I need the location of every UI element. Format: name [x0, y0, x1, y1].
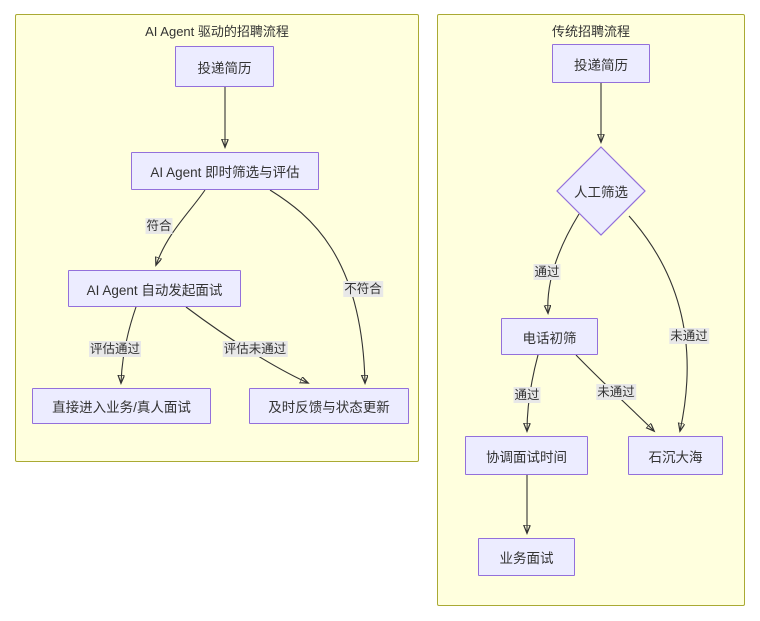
edge-label-eval-pass: 评估通过 — [88, 341, 142, 357]
node-label: 投递简历 — [574, 57, 628, 73]
diamond-shape — [556, 146, 646, 236]
node-manual-screen[interactable]: 人工筛选 — [556, 146, 646, 236]
node-business-interview[interactable]: 业务面试 — [478, 538, 575, 576]
node-ai-screen[interactable]: AI Agent 即时筛选与评估 — [131, 152, 319, 190]
subgraph-traditional-process-title: 传统招聘流程 — [551, 24, 630, 39]
edge-label-eval-fail: 评估未通过 — [222, 341, 288, 357]
edge-label-fail-manual: 未通过 — [669, 328, 709, 344]
node-label: 人工筛选 — [574, 185, 628, 200]
node-direct-business-interview[interactable]: 直接进入业务/真人面试 — [32, 388, 211, 424]
node-label: 及时反馈与状态更新 — [268, 400, 390, 415]
node-timely-feedback[interactable]: 及时反馈与状态更新 — [249, 388, 409, 424]
node-label: 业务面试 — [499, 551, 554, 566]
edge-label-match: 符合 — [145, 218, 173, 234]
node-label: 直接进入业务/真人面试 — [52, 400, 191, 415]
node-label: 投递简历 — [197, 60, 252, 76]
node-ai-interview[interactable]: AI Agent 自动发起面试 — [68, 270, 241, 307]
node-schedule-interview[interactable]: 协调面试时间 — [465, 436, 588, 475]
subgraph-ai-process-title: AI Agent 驱动的招聘流程 — [145, 24, 289, 39]
node-black-hole[interactable]: 石沉大海 — [628, 436, 723, 475]
edge-label-pass-manual: 通过 — [533, 264, 561, 280]
node-phone-screen[interactable]: 电话初筛 — [501, 318, 598, 355]
node-label: AI Agent 自动发起面试 — [86, 282, 223, 298]
node-submit-resume-ai[interactable]: 投递简历 — [175, 46, 274, 87]
edge-label-fail-phone: 未通过 — [596, 384, 636, 400]
node-label: 协调面试时间 — [486, 449, 567, 465]
subgraph-traditional-process: 传统招聘流程 — [437, 14, 745, 606]
node-label: AI Agent 即时筛选与评估 — [150, 165, 300, 180]
node-label: 电话初筛 — [522, 330, 577, 346]
node-submit-resume-traditional[interactable]: 投递简历 — [552, 44, 650, 83]
node-label: 石沉大海 — [648, 449, 703, 465]
edge-label-no-match: 不符合 — [343, 281, 383, 297]
edge-label-pass-phone: 通过 — [513, 387, 541, 403]
